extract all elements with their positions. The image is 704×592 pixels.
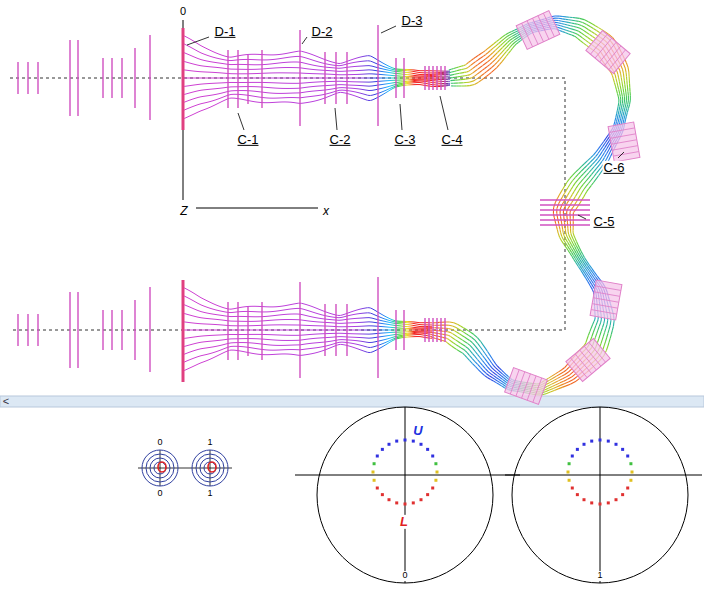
bending-magnet [516,11,560,50]
leader-line [187,37,209,45]
axis-label: x [322,205,330,218]
part-label: D-3 [401,14,424,28]
axis-label: < [2,395,10,407]
part-label: C-6 [603,161,626,175]
x-axis [196,208,318,209]
plot-axis [138,468,232,469]
cross-section-plot [505,407,702,583]
bending-magnet [505,368,548,405]
axis-label: 1 [206,438,213,448]
part-label: C-1 [237,133,260,147]
bending-magnet [590,280,622,320]
part-label: C-4 [441,133,464,147]
beam-bundle [183,35,450,119]
axis-label: 0 [401,571,408,581]
bending-magnet [566,338,610,381]
axis-label: 0 [156,438,163,448]
part-label: D-2 [311,25,334,39]
leader-line [381,26,396,33]
leader-line [302,37,307,44]
axis-label: 1 [596,571,603,581]
reference-axis [10,78,565,330]
beam-ring [431,16,630,395]
leader-line [440,96,448,130]
leader-line [335,108,337,130]
leader-line [238,113,244,130]
lens-set [18,277,445,382]
bending-magnet [608,122,640,162]
part-label: C-5 [593,215,616,229]
ring-plot [142,450,178,486]
lens-set [18,25,445,130]
part-label: C-2 [329,133,352,147]
axis-label: 0 [179,5,187,17]
ring-plot [192,450,228,486]
z-axis [183,20,184,200]
axis-label: 0 [156,489,163,499]
beam-bundle [183,287,432,371]
scrollbar [0,396,704,407]
axis-label: L [399,515,409,529]
axis-label: 1 [206,489,213,499]
cross-section-plot [295,407,520,583]
axis-label: U [412,424,423,438]
leader-line [400,104,402,130]
part-label: C-3 [394,133,417,147]
leader-line [578,215,586,219]
quadrupole-c5 [540,200,590,225]
bending-magnet [586,30,630,73]
leader-line [618,152,624,158]
axis-label: Z [179,205,188,218]
part-label: D-1 [214,25,237,39]
